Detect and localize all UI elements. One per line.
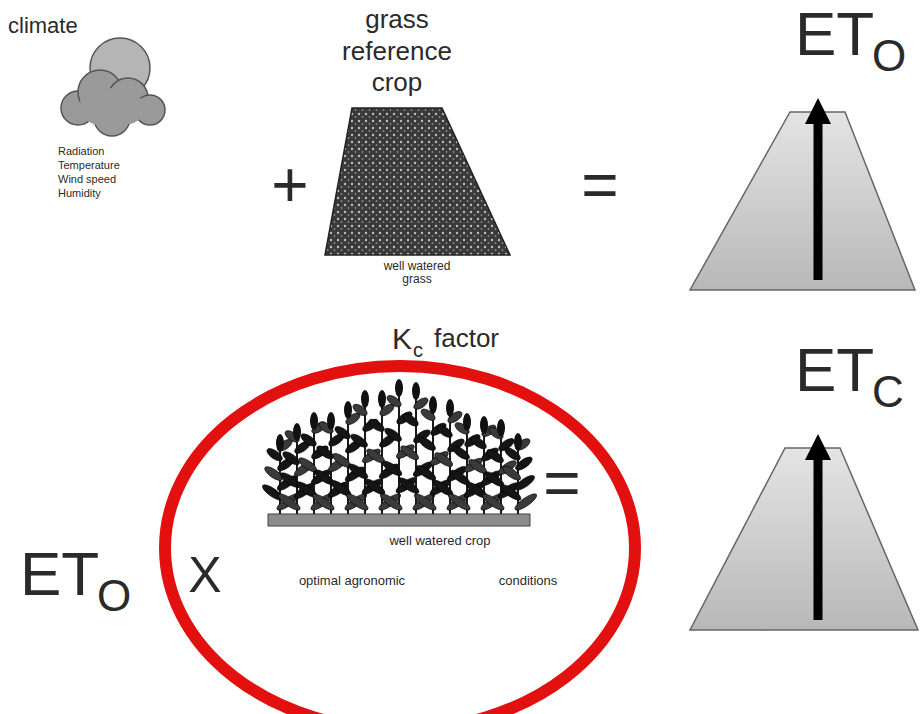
- operator-symbol: +: [271, 150, 308, 220]
- caption-label: optimal agronomic: [299, 574, 405, 588]
- climate-factor: Radiation: [58, 145, 104, 157]
- et-symbol: ET: [20, 540, 99, 608]
- subscript-label: O: [872, 32, 906, 80]
- caption-label: well watered crop: [389, 534, 490, 548]
- crop-plant: [498, 433, 538, 514]
- grass-field: [325, 108, 510, 255]
- et-arrowhead: [805, 98, 831, 124]
- subscript-label: C: [872, 368, 904, 416]
- kc-symbol: K: [392, 322, 412, 355]
- heading-label: climate: [8, 14, 78, 38]
- caption-label: conditions: [499, 574, 558, 588]
- subscript-label: c: [413, 339, 423, 361]
- et-arrowhead: [805, 434, 831, 460]
- crop-illustration: [260, 379, 538, 526]
- heading-label: grass reference crop: [322, 4, 472, 99]
- subscript-label: O: [97, 572, 131, 620]
- operator-symbol: X: [188, 548, 221, 603]
- crop-plant: [412, 396, 452, 514]
- climate-factor: Wind speed: [58, 173, 116, 185]
- operator-symbol: =: [543, 448, 580, 518]
- operator-symbol: =: [581, 150, 618, 220]
- highlight-ellipse: [165, 366, 635, 714]
- et-arrow: [814, 456, 823, 620]
- et-symbol: ET: [795, 0, 874, 68]
- et-arrow: [814, 120, 823, 280]
- crop-plant: [344, 390, 384, 514]
- et-field: [690, 448, 918, 630]
- climate-factor: Temperature: [58, 159, 120, 171]
- climate-factor: Humidity: [58, 187, 101, 199]
- et-symbol: ET: [795, 336, 874, 404]
- climate-icon: [61, 38, 165, 136]
- heading-label: factor: [434, 324, 499, 353]
- caption-label: well watered grass: [372, 260, 462, 286]
- et-field: [690, 112, 915, 290]
- crop-plant: [378, 379, 418, 514]
- crop-plant: [480, 419, 520, 514]
